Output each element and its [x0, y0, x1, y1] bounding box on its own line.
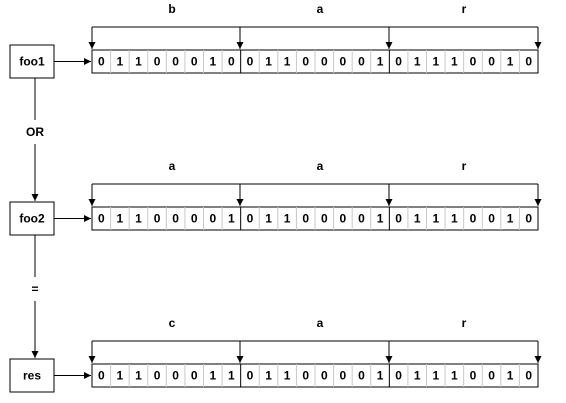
byte-char-label: a — [317, 2, 324, 16]
bit-cell: 0 — [154, 55, 161, 69]
bit-cell: 0 — [358, 55, 365, 69]
bit-cell: 0 — [340, 369, 347, 383]
bit-cell: 0 — [209, 212, 216, 226]
bit-cell: 0 — [191, 369, 198, 383]
bit-cell: 1 — [414, 369, 421, 383]
bit-cell: 0 — [488, 369, 495, 383]
bit-cell: 0 — [470, 212, 477, 226]
bit-cell: 0 — [154, 369, 161, 383]
bit-cell: 0 — [525, 369, 532, 383]
byte-char-label: b — [168, 2, 175, 16]
variable-box — [9, 358, 55, 393]
bit-cell: 0 — [228, 55, 235, 69]
bit-cell: 0 — [247, 55, 254, 69]
byte-char-label: a — [169, 159, 176, 173]
bit-cell: 1 — [135, 212, 142, 226]
bit-cell: 1 — [228, 369, 235, 383]
bit-cell: 0 — [488, 55, 495, 69]
variable-name: foo1 — [19, 55, 45, 69]
bit-cell: 0 — [488, 212, 495, 226]
bit-cell: 1 — [377, 212, 384, 226]
bit-cell: 0 — [302, 55, 309, 69]
bit-cell: 0 — [191, 55, 198, 69]
bit-cell: 1 — [265, 212, 272, 226]
bit-cell: 0 — [340, 55, 347, 69]
bit-cell: 0 — [172, 55, 179, 69]
bit-cell: 1 — [117, 212, 124, 226]
bit-cell: 1 — [117, 55, 124, 69]
bit-cell: 1 — [265, 369, 272, 383]
bit-cell: 1 — [377, 369, 384, 383]
bit-cell: 1 — [414, 212, 421, 226]
bit-cell: 1 — [117, 369, 124, 383]
bit-cell: 0 — [247, 369, 254, 383]
byte-char-label: r — [462, 316, 467, 330]
bit-cell: 0 — [395, 55, 402, 69]
bit-cell: 1 — [507, 212, 514, 226]
bit-cell: 0 — [321, 55, 328, 69]
bit-cell: 0 — [525, 55, 532, 69]
bit-cell: 0 — [191, 212, 198, 226]
bit-cell: 1 — [265, 55, 272, 69]
bit-cell: 1 — [414, 55, 421, 69]
variable-name: foo2 — [19, 212, 45, 226]
bit-cell: 0 — [321, 369, 328, 383]
bit-cell: 0 — [358, 212, 365, 226]
bit-cell: 0 — [358, 369, 365, 383]
bit-cell: 0 — [395, 369, 402, 383]
byte-char-label: c — [169, 316, 176, 330]
bit-cell: 0 — [98, 212, 105, 226]
bit-cell: 0 — [302, 212, 309, 226]
variable-name: res — [23, 369, 41, 383]
operator-label: = — [31, 282, 38, 296]
variable-box — [9, 44, 55, 79]
bit-cell: 1 — [228, 212, 235, 226]
bit-cell: 1 — [451, 55, 458, 69]
bit-cell: 0 — [470, 55, 477, 69]
bit-cell: 1 — [432, 369, 439, 383]
bit-cell: 0 — [321, 212, 328, 226]
byte-char-label: r — [462, 2, 467, 16]
bit-cell: 1 — [135, 369, 142, 383]
bit-cell: 1 — [284, 212, 291, 226]
bit-cell: 0 — [98, 369, 105, 383]
bit-cell: 1 — [284, 55, 291, 69]
bit-cell: 1 — [507, 55, 514, 69]
byte-char-label: r — [462, 159, 467, 173]
bit-cell: 0 — [525, 212, 532, 226]
bit-cell: 1 — [451, 212, 458, 226]
bit-cell: 0 — [154, 212, 161, 226]
bit-cell: 1 — [507, 369, 514, 383]
byte-char-label: a — [317, 159, 324, 173]
bit-cell: 1 — [432, 55, 439, 69]
bit-cell: 0 — [470, 369, 477, 383]
bit-cell: 1 — [284, 369, 291, 383]
bit-cell: 1 — [135, 55, 142, 69]
bit-cell: 0 — [98, 55, 105, 69]
byte-char-label: a — [317, 316, 324, 330]
bit-cell: 1 — [209, 55, 216, 69]
operator-link: = — [31, 235, 39, 358]
variable-box — [9, 201, 55, 236]
bit-cell: 0 — [172, 369, 179, 383]
bit-cell: 1 — [432, 212, 439, 226]
bit-cell: 0 — [247, 212, 254, 226]
bit-cell: 0 — [172, 212, 179, 226]
bit-cell: 0 — [395, 212, 402, 226]
bit-cell: 1 — [377, 55, 384, 69]
bit-cell: 0 — [340, 212, 347, 226]
operator-link: OR — [26, 78, 44, 201]
operator-label: OR — [26, 125, 44, 139]
bit-cell: 1 — [451, 369, 458, 383]
bit-cell: 1 — [209, 369, 216, 383]
bit-cell: 0 — [302, 369, 309, 383]
